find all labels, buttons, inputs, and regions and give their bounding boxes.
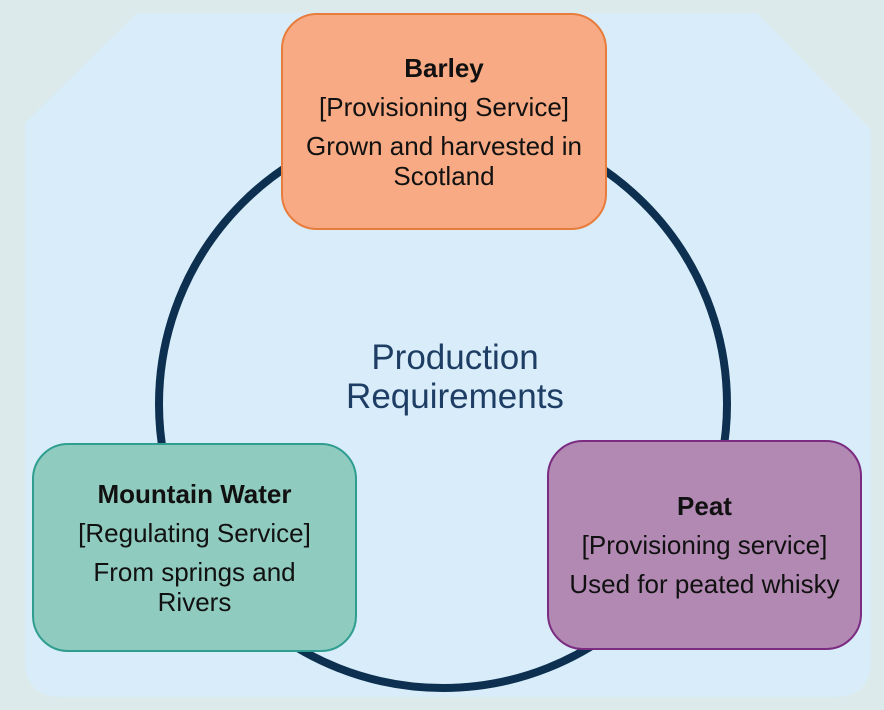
node-barley-title: Barley (404, 52, 484, 83)
node-mountain-water: Mountain Water [Regulating Service] From… (32, 443, 357, 652)
node-barley-description-line1: Grown and harvested in (305, 130, 583, 161)
node-mountain-water-description-line2: Rivers (157, 586, 232, 617)
node-mountain-water-title: Mountain Water (97, 478, 292, 509)
node-barley: Barley [Provisioning Service] Grown and … (281, 13, 607, 230)
diagram-title-line2: Requirements (346, 377, 564, 416)
diagram-title-line1: Production (371, 338, 539, 377)
node-peat-subtitle: [Provisioning service] (581, 530, 828, 560)
node-peat-description: Used for peated whisky (569, 569, 839, 599)
node-peat-title: Peat (677, 491, 732, 521)
node-barley-description-line2: Scotland (393, 160, 495, 191)
node-peat: Peat [Provisioning service] Used for pea… (547, 440, 862, 650)
node-peat-description-line1: Used for peated whisky (569, 569, 840, 599)
node-mountain-water-description-line1: From springs and (93, 556, 296, 587)
node-barley-subtitle: [Provisioning Service] (319, 91, 569, 122)
diagram-title: Production Requirements (275, 338, 635, 416)
node-mountain-water-subtitle: [Regulating Service] (78, 517, 311, 548)
